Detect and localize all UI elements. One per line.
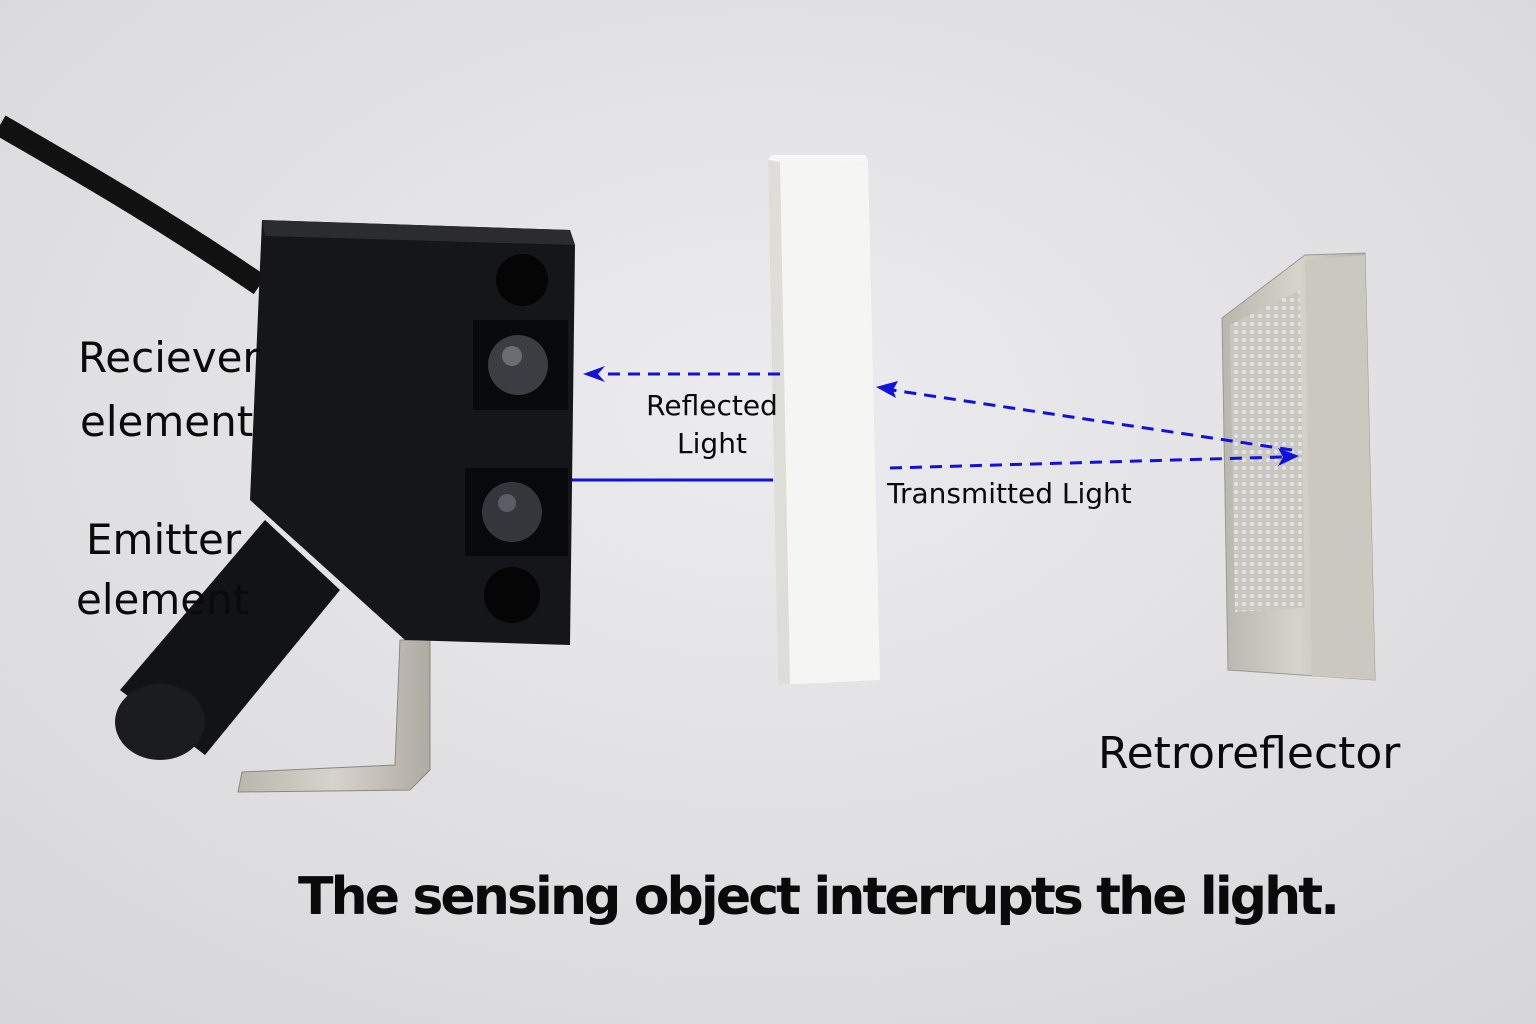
emitter-label: element [76, 575, 249, 624]
transmitted-light-label: Transmitted Light [886, 477, 1132, 510]
arrow-right-icon [1278, 448, 1299, 466]
reflected-light-label: Light [677, 427, 747, 460]
mounting-hole-icon [496, 254, 548, 306]
transmitted-beam [889, 455, 1283, 470]
emitter-lens-icon [482, 482, 542, 542]
sensor-connector [115, 520, 340, 760]
reflected-light-label: Reflected [646, 389, 778, 422]
retroreflector [1221, 252, 1376, 681]
receiver-label: Reciever [78, 333, 260, 382]
sensor-cable [0, 115, 267, 295]
receiver-lens-icon [488, 335, 548, 395]
arrow-left-icon [876, 381, 898, 398]
returned-beam [891, 388, 1293, 452]
caption: The sensing object interrupts the light. [298, 867, 1340, 927]
mounting-bracket [237, 639, 431, 793]
emitter-label: Emitter [86, 515, 242, 564]
sensing-object [768, 155, 880, 685]
arrow-left-icon [583, 366, 605, 382]
mounting-hole-icon [484, 567, 540, 623]
receiver-label: element [80, 397, 253, 446]
photoelectric-sensor [250, 220, 575, 645]
retroreflector-label: Retroreflector [1098, 728, 1401, 779]
beams [572, 366, 1299, 482]
